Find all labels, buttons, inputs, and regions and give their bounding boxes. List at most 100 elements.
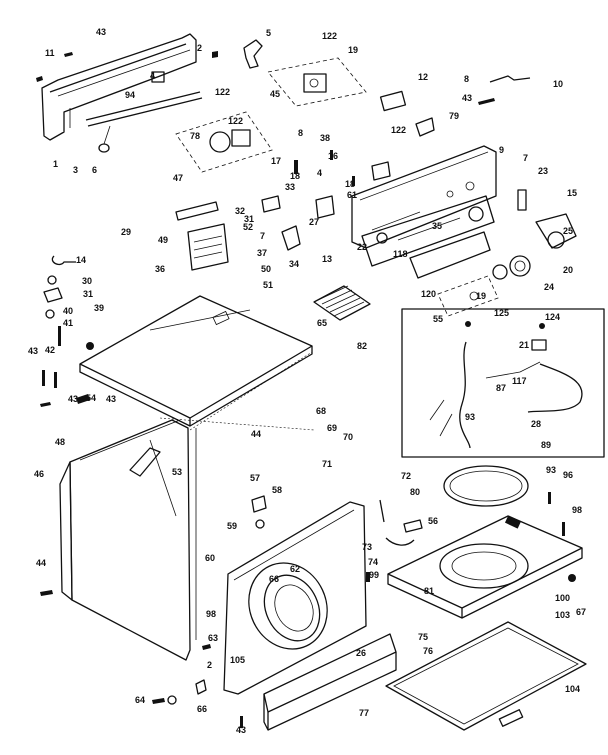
diagram-artwork <box>36 33 605 731</box>
part-number-label: 81 <box>424 586 434 596</box>
part-number-label: 122 <box>322 31 337 41</box>
bracket-52 <box>175 201 229 271</box>
part-number-label: 16 <box>328 151 338 161</box>
clip-5 <box>243 39 263 69</box>
part-number-label: 36 <box>155 264 165 274</box>
part-number-label: 29 <box>121 227 131 237</box>
part-number-label: 3 <box>73 165 78 175</box>
part-number-label: 98 <box>206 609 216 619</box>
part-number-label: 25 <box>563 226 573 236</box>
part-number-label: 47 <box>173 173 183 183</box>
part-number-label: 68 <box>316 406 326 416</box>
part-number-label: 49 <box>158 235 168 245</box>
part-number-label: 52 <box>243 222 253 232</box>
part-number-label: 39 <box>94 303 104 313</box>
part-number-label: 64 <box>135 695 145 705</box>
latch-parts <box>366 499 423 582</box>
part-number-label: 80 <box>410 487 420 497</box>
knobs <box>492 189 577 280</box>
part-number-label: 13 <box>322 254 332 264</box>
part-number-label: 12 <box>418 72 428 82</box>
part-number-label: 122 <box>228 116 243 126</box>
screws-top-right <box>294 75 531 174</box>
lower-panel <box>361 195 495 279</box>
part-number-label: 19 <box>476 291 486 301</box>
part-number-label: 79 <box>449 111 459 121</box>
part-number-label: 50 <box>261 264 271 274</box>
circuit-board-upper <box>267 57 367 107</box>
part-number-label: 1 <box>53 159 58 169</box>
part-number-label: 35 <box>432 221 442 231</box>
part-number-label: 2 <box>197 43 202 53</box>
part-number-label: 82 <box>357 341 367 351</box>
timer-board <box>175 111 273 173</box>
part-number-label: 44 <box>251 429 261 439</box>
part-number-label: 120 <box>421 289 436 299</box>
harness-box <box>401 308 605 458</box>
part-number-label: 51 <box>263 280 273 290</box>
left-small-parts <box>43 255 94 350</box>
console-bracket <box>36 33 218 141</box>
part-number-label: 96 <box>563 470 573 480</box>
part-number-label: 124 <box>545 312 560 322</box>
part-number-label: 98 <box>572 505 582 515</box>
part-number-label: 18 <box>345 179 355 189</box>
part-number-label: 59 <box>227 521 237 531</box>
part-number-label: 61 <box>347 190 357 200</box>
part-number-label: 94 <box>125 90 135 100</box>
part-number-label: 93 <box>546 465 556 475</box>
part-number-label: 77 <box>359 708 369 718</box>
part-number-label: 40 <box>63 306 73 316</box>
part-number-label: 87 <box>496 383 506 393</box>
switches <box>261 150 391 219</box>
part-number-label: 93 <box>465 412 475 422</box>
part-number-label: 55 <box>433 314 443 324</box>
part-number-label: 45 <box>270 89 280 99</box>
part-number-label: 6 <box>92 165 97 175</box>
part-number-label: 21 <box>519 340 529 350</box>
part-number-label: 122 <box>215 87 230 97</box>
part-number-label: 117 <box>512 376 527 386</box>
part-number-label: 32 <box>235 206 245 216</box>
part-number-label: 33 <box>285 182 295 192</box>
part-number-label: 27 <box>309 217 319 227</box>
part-number-label: 53 <box>172 467 182 477</box>
part-number-label: 44 <box>36 558 46 568</box>
part-number-label: 5 <box>266 28 271 38</box>
block-12 <box>379 90 407 112</box>
part-number-label: 31 <box>244 214 254 224</box>
part-number-label: 71 <box>322 459 332 469</box>
part-number-label: 56 <box>428 516 438 526</box>
part-number-label: 74 <box>368 557 378 567</box>
part-number-label: 43 <box>28 346 38 356</box>
part-number-label: 28 <box>531 419 541 429</box>
part-number-label: 99 <box>369 570 379 580</box>
toe-plate <box>263 633 397 731</box>
part-number-label: 31 <box>83 289 93 299</box>
part-number-label: 10 <box>553 79 563 89</box>
part-number-label: 42 <box>45 345 55 355</box>
part-number-label: 30 <box>82 276 92 286</box>
part-number-label: 72 <box>401 471 411 481</box>
part-number-label: 7 <box>260 231 265 241</box>
cabinet <box>59 351 315 661</box>
part-number-label: 8 <box>464 74 469 84</box>
part-number-label: 66 <box>197 704 207 714</box>
rod <box>85 91 203 153</box>
part-number-label: 43 <box>106 394 116 404</box>
part-number-label: 89 <box>541 440 551 450</box>
top-deck <box>387 515 583 619</box>
part-number-label: 70 <box>343 432 353 442</box>
filter-screen <box>313 285 371 321</box>
part-number-label: 20 <box>563 265 573 275</box>
part-number-label: 24 <box>544 282 554 292</box>
part-number-label: 4 <box>317 168 322 178</box>
part-number-label: 2 <box>207 660 212 670</box>
front-panel <box>223 495 367 695</box>
clip-79 <box>415 117 435 137</box>
part-number-label: 103 <box>555 610 570 620</box>
part-number-label: 8 <box>298 128 303 138</box>
washer-lid <box>385 621 587 731</box>
part-number-label: 37 <box>257 248 267 258</box>
